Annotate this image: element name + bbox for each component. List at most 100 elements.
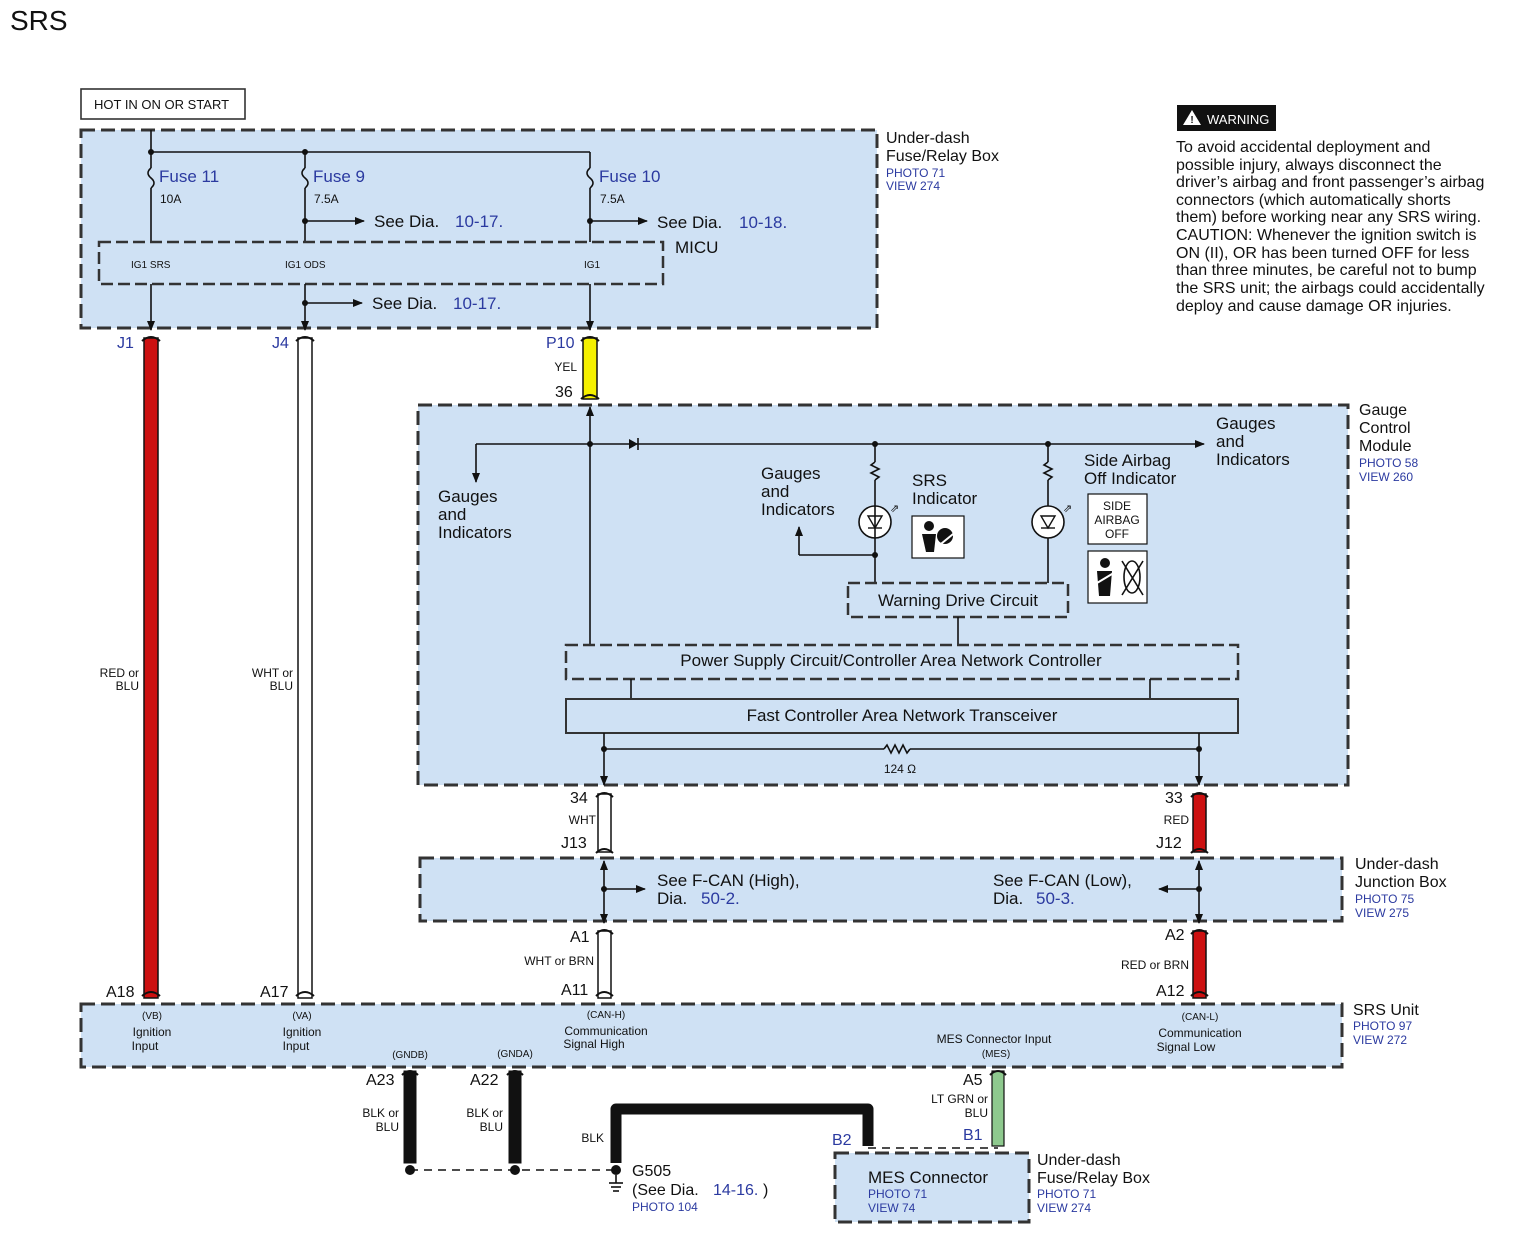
gauges-left-2: and bbox=[438, 505, 466, 524]
gauges-left-3: Indicators bbox=[438, 523, 512, 542]
fuse-box-photo[interactable]: PHOTO 71 bbox=[886, 166, 945, 180]
connector-b2: B2 bbox=[832, 1132, 852, 1149]
svg-text:them) before working near any: them) before working near any SRS wiring… bbox=[1176, 209, 1481, 226]
mes-connector-name: MES Connector bbox=[868, 1168, 988, 1187]
gnda-code: (GNDA) bbox=[497, 1049, 533, 1060]
svg-text:than three minutes, be careful: than three minutes, be careful not to bu… bbox=[1176, 262, 1477, 279]
wire-p10 bbox=[582, 337, 598, 400]
side-airbag-indicator-1: Side Airbag bbox=[1084, 451, 1171, 470]
pin-a2: A2 bbox=[1165, 927, 1185, 944]
canh-line2: Signal High bbox=[563, 1037, 624, 1051]
mes-fuse-box-photo[interactable]: PHOTO 71 bbox=[1037, 1187, 1096, 1201]
connector-b1: B1 bbox=[963, 1127, 983, 1144]
ground-photo[interactable]: PHOTO 104 bbox=[632, 1200, 698, 1214]
connector-p10: P10 bbox=[546, 335, 575, 352]
side-airbag-indicator-2: Off Indicator bbox=[1084, 469, 1177, 488]
gauges-left-1: Gauges bbox=[438, 487, 498, 506]
mes-fuse-box-view[interactable]: VIEW 274 bbox=[1037, 1201, 1091, 1215]
light-emission-icon: ⇗ bbox=[1063, 503, 1072, 515]
micu-box bbox=[97, 240, 665, 286]
fuse-10-name: Fuse 10 bbox=[599, 167, 660, 186]
fuse-10-icon bbox=[586, 167, 594, 189]
seat-belt-airbag-off-icon bbox=[1087, 550, 1148, 604]
vb-line1: Ignition bbox=[133, 1025, 172, 1039]
wire-j1-color-2: BLU bbox=[116, 679, 139, 693]
junction-box bbox=[418, 856, 1344, 923]
wire-j4 bbox=[297, 337, 313, 999]
junction-name-2: Junction Box bbox=[1355, 874, 1447, 891]
canh-line1: Communication bbox=[564, 1024, 647, 1038]
srs-indicator-2: Indicator bbox=[912, 489, 978, 508]
wire-a5-color-1: LT GRN or bbox=[931, 1092, 988, 1106]
wire-a2 bbox=[1192, 930, 1207, 999]
fuse-box-name-1: Under-dash bbox=[886, 130, 970, 147]
wire-blk bbox=[610, 1103, 874, 1163]
junction-name-1: Under-dash bbox=[1355, 856, 1439, 873]
mes-connector-box bbox=[833, 1151, 1031, 1224]
svg-text:ON (II), OR has been turned OF: ON (II), OR has been turned OFF for less bbox=[1176, 245, 1469, 262]
warning-drive-circuit-label: Warning Drive Circuit bbox=[878, 591, 1038, 610]
pin-33: 33 bbox=[1165, 790, 1183, 807]
connector-j4: J4 bbox=[272, 335, 289, 352]
resistor-124-icon bbox=[883, 743, 911, 755]
see-ref-2[interactable]: 10-18. bbox=[739, 213, 787, 232]
svg-text:To avoid accidental deployment: To avoid accidental deployment and bbox=[1176, 139, 1430, 156]
srs-airbag-icon bbox=[911, 515, 965, 559]
wire-j12-color: RED bbox=[1164, 813, 1190, 827]
ground-ref[interactable]: 14-16. bbox=[713, 1182, 758, 1199]
wire-blk-color: BLK bbox=[581, 1131, 604, 1145]
resistor-icon bbox=[869, 461, 881, 481]
fuse-10-rating: 7.5A bbox=[600, 192, 625, 206]
junction-photo[interactable]: PHOTO 75 bbox=[1355, 892, 1414, 906]
fuse-9-icon bbox=[301, 167, 309, 189]
vb-line2: Input bbox=[132, 1039, 159, 1053]
gauges-mid-2: and bbox=[761, 482, 789, 501]
wire-a23-color-2: BLU bbox=[376, 1120, 399, 1134]
mes-code: (MES) bbox=[982, 1049, 1010, 1060]
micu-pin-ig1-srs: IG1 SRS bbox=[131, 260, 171, 271]
micu-label: MICU bbox=[675, 238, 718, 257]
pin-34: 34 bbox=[570, 790, 588, 807]
wire-a1 bbox=[597, 930, 612, 999]
see-ref-1[interactable]: 10-17. bbox=[455, 212, 503, 231]
warning-text: To avoid accidental deployment and possi… bbox=[1176, 139, 1485, 315]
mes-connector-photo[interactable]: PHOTO 71 bbox=[868, 1187, 927, 1201]
gauge-name-1: Gauge bbox=[1359, 402, 1407, 419]
wire-j13-color: WHT bbox=[569, 813, 597, 827]
pin-a5: A5 bbox=[963, 1072, 983, 1089]
warning-triangle-icon bbox=[1183, 110, 1201, 125]
fuse-box-view[interactable]: VIEW 274 bbox=[886, 179, 940, 193]
can-high-ref[interactable]: 50-2. bbox=[701, 889, 740, 908]
fuse-9-rating: 7.5A bbox=[314, 192, 339, 206]
gauge-view[interactable]: VIEW 260 bbox=[1359, 470, 1413, 484]
svg-text:the SRS unit; the airbags coul: the SRS unit; the airbags could accident… bbox=[1176, 280, 1485, 297]
ground-name: G505 bbox=[632, 1163, 671, 1180]
gauge-photo[interactable]: PHOTO 58 bbox=[1359, 456, 1418, 470]
va-line1: Ignition bbox=[283, 1025, 322, 1039]
srs-unit-photo[interactable]: PHOTO 97 bbox=[1353, 1019, 1412, 1033]
svg-text:!: ! bbox=[1190, 115, 1193, 126]
hot-label-box bbox=[80, 88, 246, 120]
wire-p10-color: YEL bbox=[554, 360, 577, 374]
see-ref-3[interactable]: 10-17. bbox=[453, 294, 501, 313]
junction-view[interactable]: VIEW 275 bbox=[1355, 906, 1409, 920]
can-low-ref[interactable]: 50-3. bbox=[1036, 889, 1075, 908]
hot-label: HOT IN ON OR START bbox=[94, 97, 229, 112]
pin-a1: A1 bbox=[570, 929, 590, 946]
mes-connector-view[interactable]: VIEW 74 bbox=[868, 1201, 916, 1215]
wire-a23-color-1: BLK or bbox=[362, 1106, 399, 1120]
wire-j4-color-2: BLU bbox=[270, 679, 293, 693]
resistor-124-label: 124 Ω bbox=[884, 762, 916, 776]
svg-text:SIDE: SIDE bbox=[1103, 499, 1131, 513]
svg-text:deploy and cause damage OR inj: deploy and cause damage OR injuries. bbox=[1176, 298, 1452, 315]
resistor-icon bbox=[1042, 461, 1054, 481]
see-label-1: See Dia. bbox=[374, 212, 439, 231]
va-line2: Input bbox=[283, 1039, 310, 1053]
svg-text:connectors (which automaticall: connectors (which automatically shorts bbox=[1176, 192, 1451, 209]
wire-a5-color-2: BLU bbox=[965, 1106, 988, 1120]
connector-j12: J12 bbox=[1156, 835, 1182, 852]
warning-drive-circuit-box bbox=[846, 581, 1070, 619]
srs-unit-view[interactable]: VIEW 272 bbox=[1353, 1033, 1407, 1047]
gndb-code: (GNDB) bbox=[392, 1050, 428, 1061]
